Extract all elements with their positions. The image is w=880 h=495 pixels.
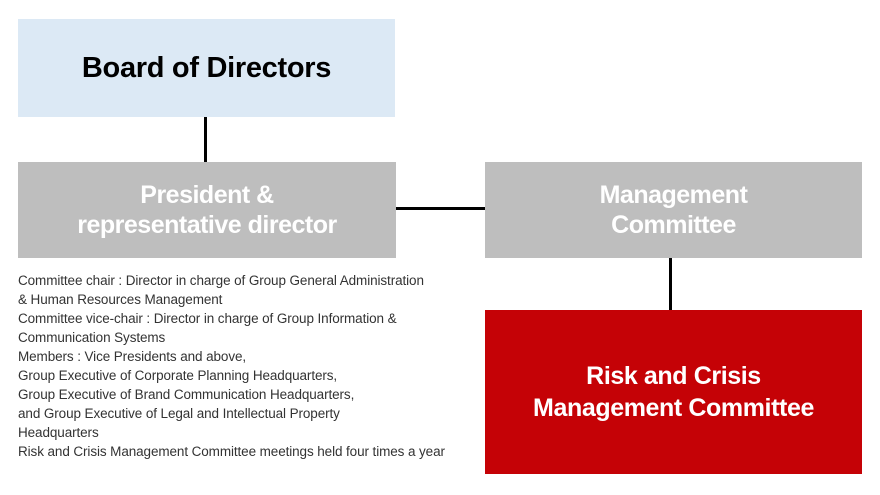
connector-president-to-management xyxy=(396,207,485,210)
connector-management-to-risk-committee xyxy=(669,258,672,310)
committee-detail-line: Risk and Crisis Management Committee mee… xyxy=(18,444,445,459)
committee-detail-line: & Human Resources Management xyxy=(18,292,223,307)
committee-detail-line: Members : Vice Presidents and above, xyxy=(18,349,247,364)
committee-detail-line: Communication Systems xyxy=(18,330,166,345)
committee-detail-line: Committee vice-chair : Director in charg… xyxy=(18,311,397,326)
board-of-directors-box: Board of Directors xyxy=(18,19,395,117)
risk-and-crisis-management-committee-box: Risk and Crisis Management Committee xyxy=(485,310,862,474)
connector-board-to-president xyxy=(204,117,207,163)
committee-details-text: Committee chair : Director in charge of … xyxy=(18,271,480,461)
committee-detail-line: Committee chair : Director in charge of … xyxy=(18,273,424,288)
committee-detail-line: Headquarters xyxy=(18,425,99,440)
committee-detail-line: and Group Executive of Legal and Intelle… xyxy=(18,406,340,421)
president-representative-director-box: President & representative director xyxy=(18,162,396,258)
committee-detail-line: Group Executive of Brand Communication H… xyxy=(18,387,355,402)
committee-detail-line: Group Executive of Corporate Planning He… xyxy=(18,368,338,383)
management-committee-box: Management Committee xyxy=(485,162,862,258)
